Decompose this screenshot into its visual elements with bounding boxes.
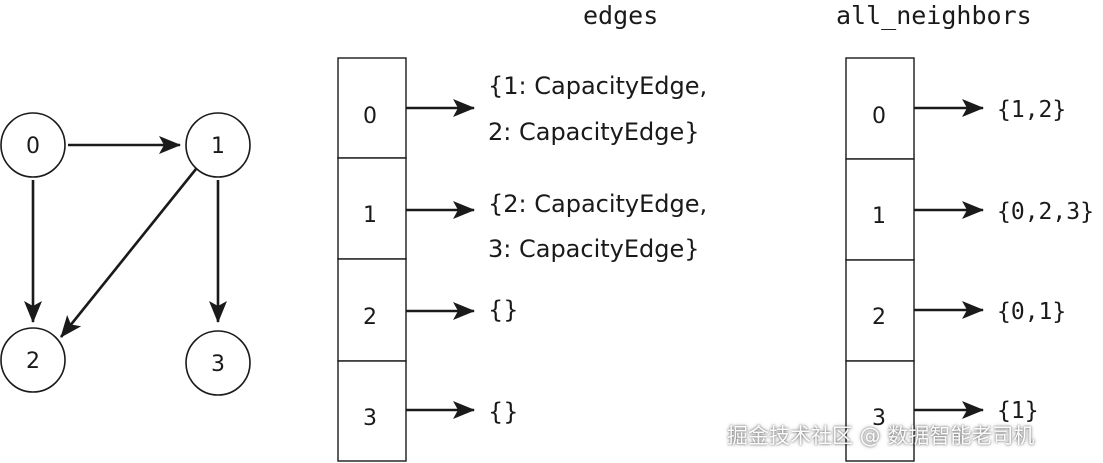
neighbors-row-0-value: {1,2} [997, 97, 1066, 123]
graph-edge-1-2 [59, 168, 198, 338]
neighbors-table-title: all_neighbors [836, 1, 1032, 30]
graph-node-3-label: 3 [211, 352, 225, 377]
edges-row-1-index: 1 [363, 203, 377, 228]
edges-row-0-line-2: 2: CapacityEdge} [488, 118, 700, 146]
neighbors-row-3-index: 3 [872, 406, 886, 431]
edges-row-2-index: 2 [363, 305, 377, 330]
graph-node-1-label: 1 [211, 134, 225, 159]
neighbors-row-2-index: 2 [872, 305, 886, 330]
neighbors-row-1: 1 {0,2,3} [845, 158, 1094, 261]
neighbors-row-2-value: {0,1} [997, 299, 1066, 325]
neighbors-row-3-value: {1} [997, 398, 1039, 424]
edges-row-0-index: 0 [363, 104, 377, 129]
neighbors-row-0: 0 {1,2} [845, 57, 1066, 160]
graph-node-0-label: 0 [26, 134, 40, 159]
edges-row-3-index: 3 [363, 406, 377, 431]
neighbors-row-3: 3 {1} [845, 360, 1039, 462]
edges-row-1-line-2: 3: CapacityEdge} [488, 235, 700, 263]
graph-node-2-label: 2 [26, 349, 40, 374]
watermark: 掘金技术社区 @ 数据智能老司机 [727, 424, 1035, 448]
edges-table-title: edges [583, 1, 658, 30]
graph: 0 1 2 3 [0, 112, 251, 396]
graph-node-3: 3 [185, 330, 251, 396]
neighbors-row-0-index: 0 [872, 104, 886, 129]
edges-row-1: 1 {2: CapacityEdge, 3: CapacityEdge} [337, 157, 707, 263]
neighbors-row-2: 2 {0,1} [845, 259, 1066, 362]
edges-row-0-line-1: {1: CapacityEdge, [488, 72, 707, 100]
graph-node-1: 1 [185, 112, 251, 178]
edges-table: edges 0 {1: CapacityEdge, 2: CapacityEdg… [337, 1, 707, 462]
edges-row-1-line-1: {2: CapacityEdge, [488, 190, 707, 218]
edges-row-0: 0 {1: CapacityEdge, 2: CapacityEdge} [337, 57, 707, 159]
edges-row-2: 2 {} [337, 258, 519, 362]
neighbors-table: all_neighbors 0 {1,2} 1 {0,2,3} 2 {0,1} … [836, 1, 1094, 462]
edges-row-3: 3 {} [337, 360, 519, 462]
neighbors-row-1-value: {0,2,3} [997, 199, 1094, 225]
edges-row-3-value: {} [488, 398, 519, 426]
graph-node-0: 0 [0, 112, 66, 178]
neighbors-row-1-index: 1 [872, 204, 886, 229]
graph-node-2: 2 [0, 327, 66, 393]
edges-row-2-value: {} [488, 296, 519, 324]
